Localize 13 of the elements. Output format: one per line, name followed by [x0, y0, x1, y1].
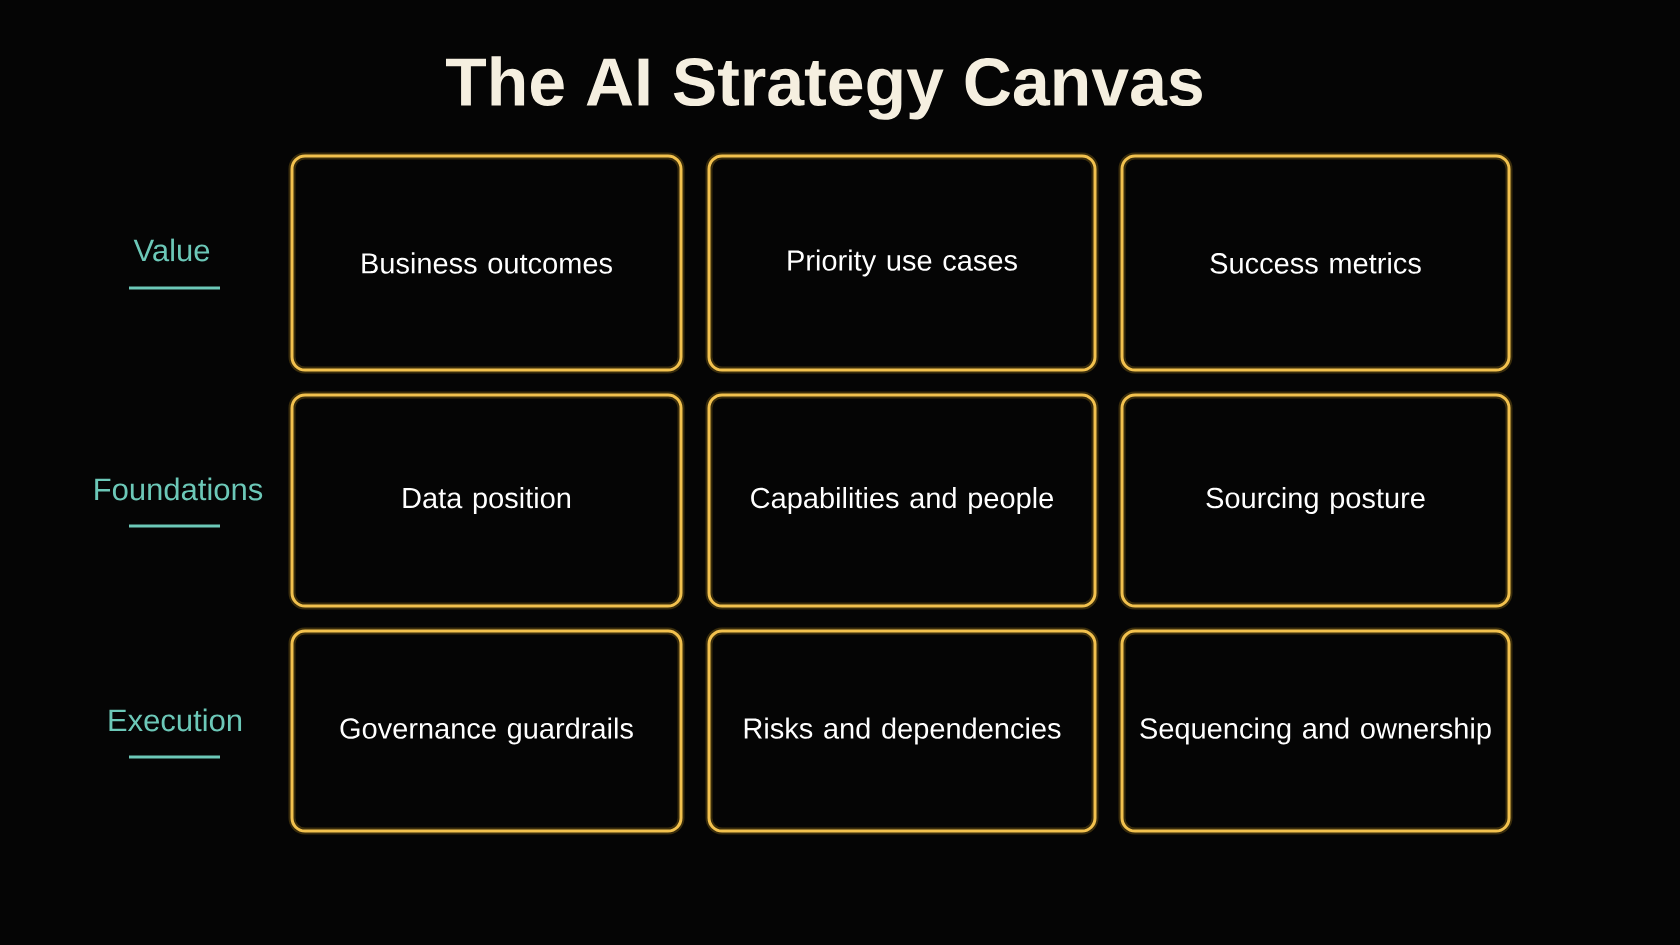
title: The AI Strategy Canvas [446, 56, 1202, 120]
canvas-box: Business outcomes [288, 152, 685, 374]
canvas-box: Governance guardrails [288, 627, 685, 835]
row-label: Execution [109, 708, 242, 732]
canvas-box: Success metrics [1118, 152, 1513, 374]
row-label: Value [133, 238, 210, 262]
row-label: Foundations [95, 477, 263, 501]
canvas-box: Sourcing posture [1118, 391, 1513, 610]
canvas-box: Sequencing and ownership [1118, 627, 1513, 835]
canvas-box: Capabilities and people [705, 391, 1099, 610]
canvas-box: Data position [288, 391, 685, 610]
canvas-box: Risks and dependencies [705, 627, 1099, 835]
canvas-box: Priority use cases [705, 152, 1099, 374]
